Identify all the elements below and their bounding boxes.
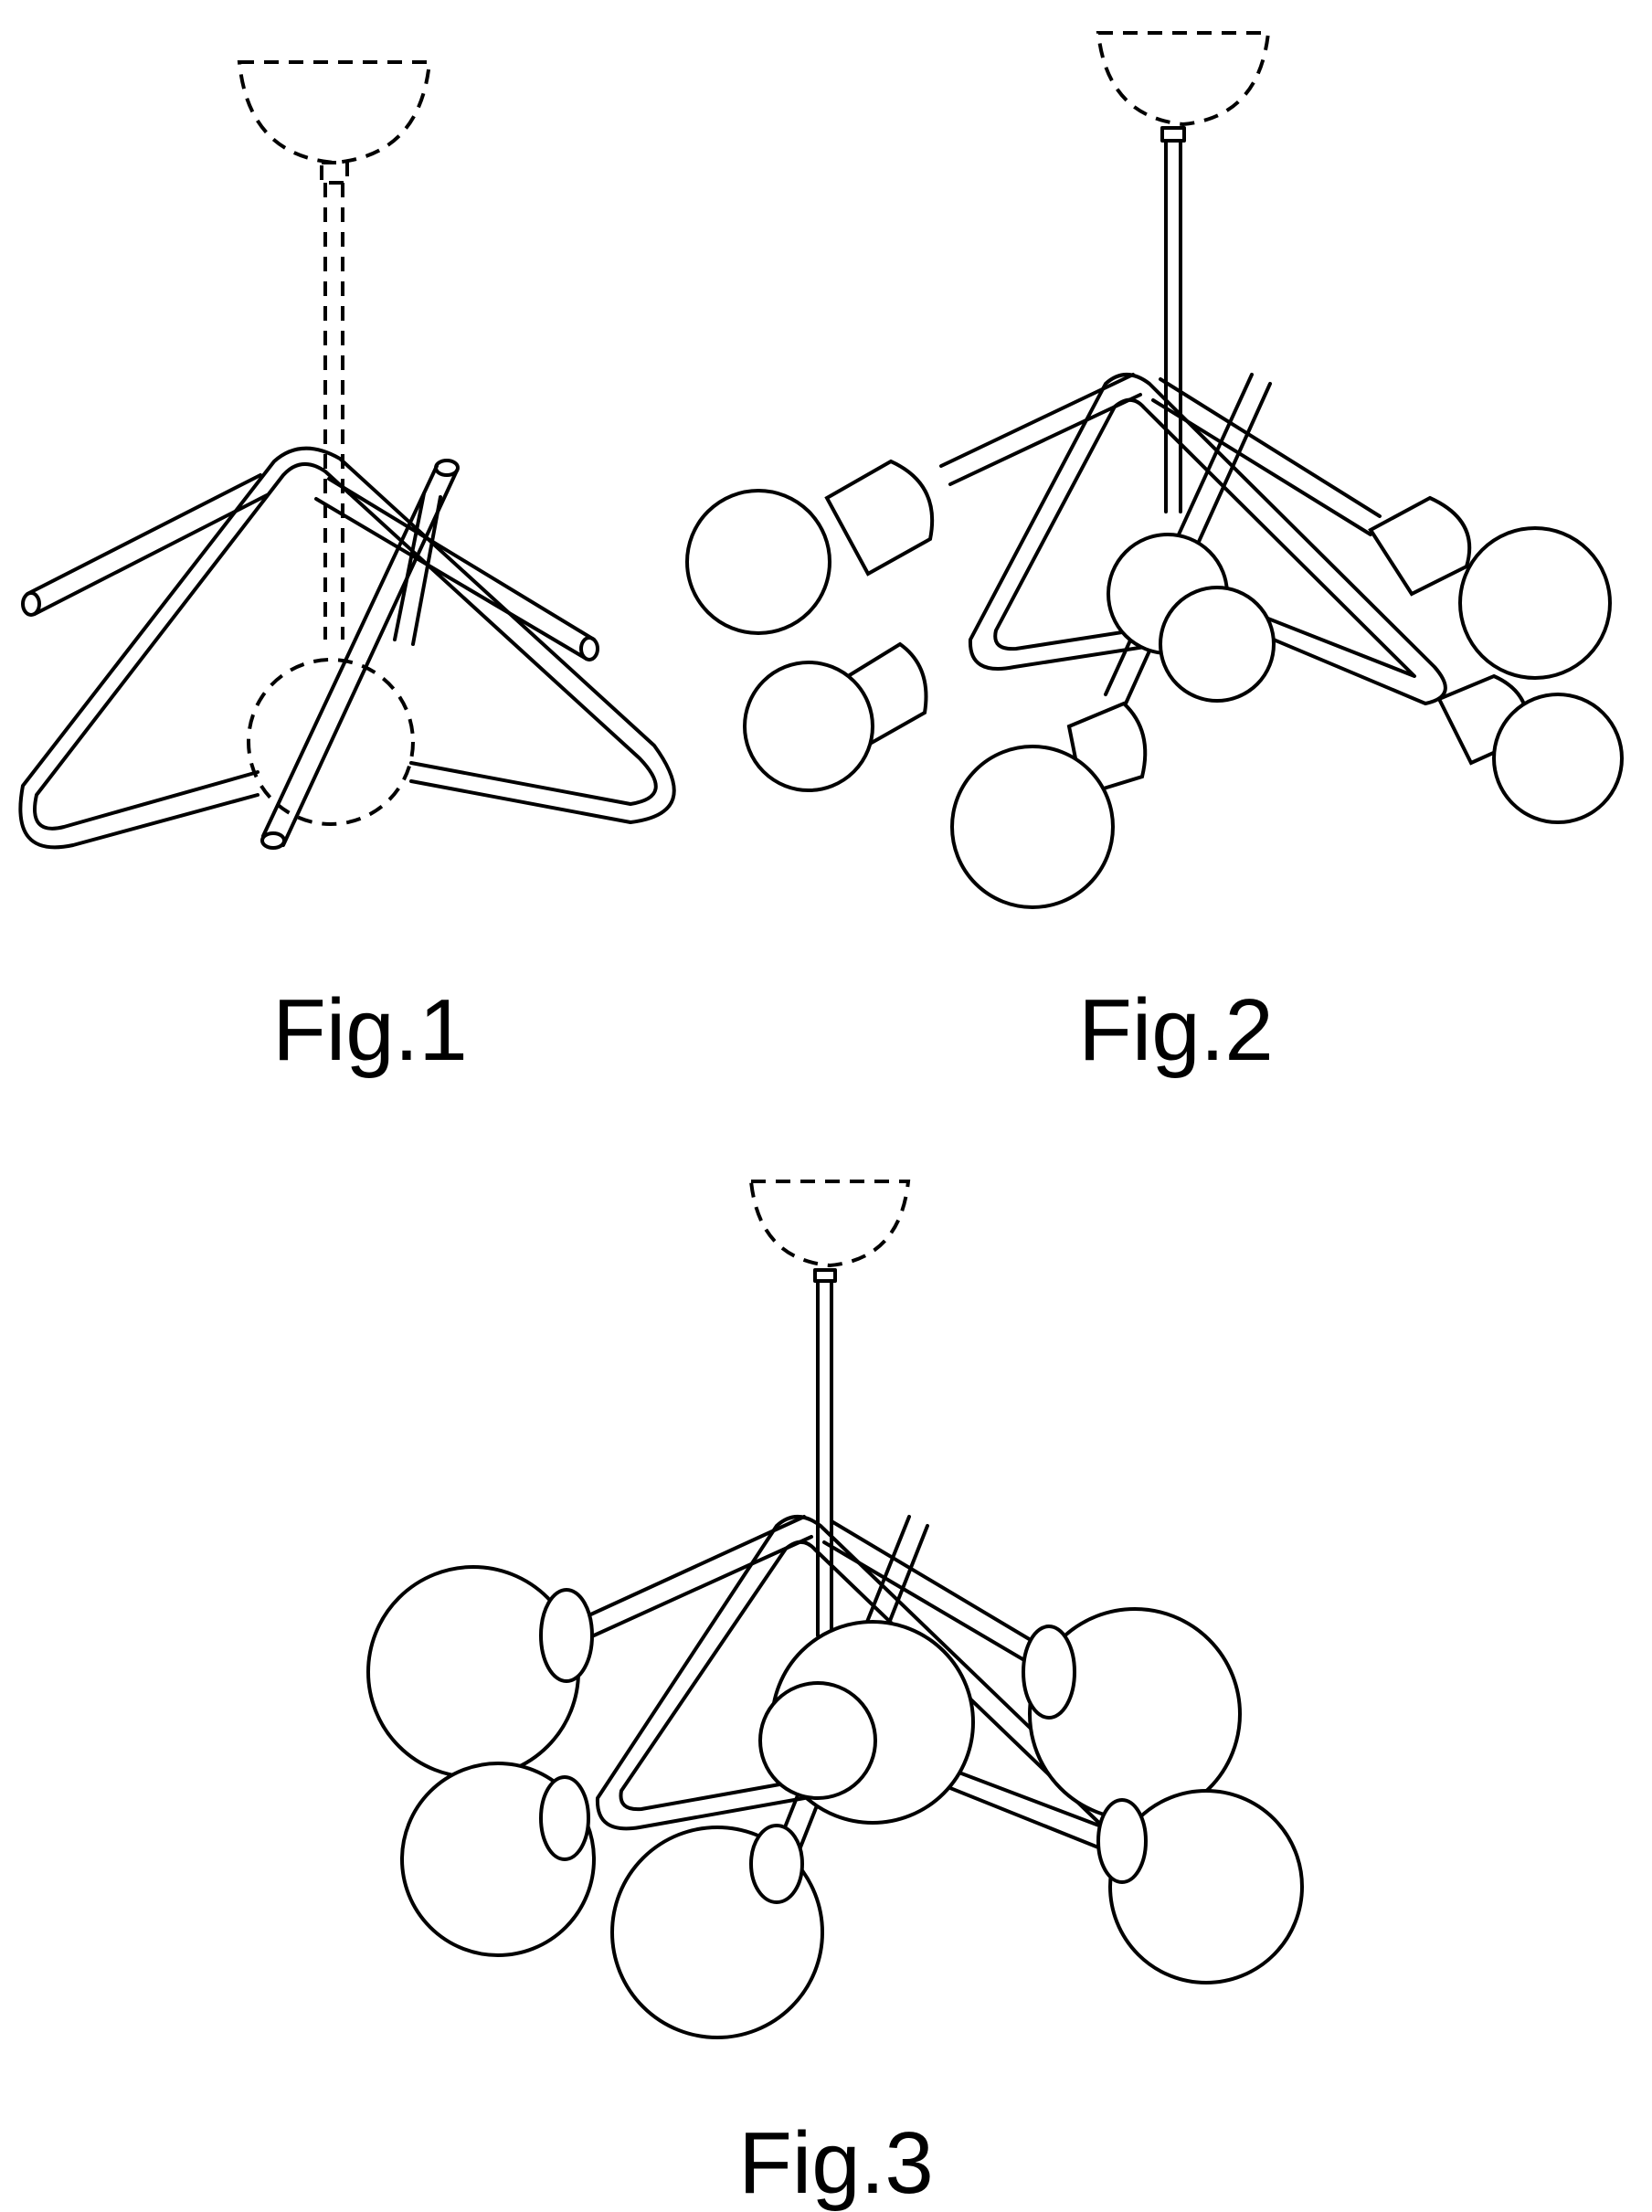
fig2-bulb-lower-right xyxy=(1494,694,1622,822)
figure-2 xyxy=(687,33,1622,907)
fig-3-label: Fig.3 xyxy=(738,2114,933,2212)
fig2-socket-left xyxy=(827,461,932,574)
fig1-front-tube-bottom-end xyxy=(262,833,284,848)
fig1-ceiling-canopy-dashed xyxy=(239,62,429,163)
fig1-right-arm-end xyxy=(581,638,598,660)
figure-1 xyxy=(20,62,673,848)
fig3-collar-left xyxy=(541,1590,592,1681)
fig3-ceiling-canopy-dashed xyxy=(751,1181,908,1265)
fig3-arm-left xyxy=(585,1517,811,1635)
fig3-collar-lower-left xyxy=(541,1777,588,1859)
fig1-left-arm-end xyxy=(23,593,39,615)
fig3-globe-center xyxy=(760,1683,875,1798)
fig2-ceiling-canopy-dashed xyxy=(1098,33,1268,124)
fig2-socket-right xyxy=(1371,498,1469,594)
fig2-bulb-lower-left xyxy=(745,662,873,790)
fig1-triangle-arm-inner xyxy=(20,449,673,848)
fig2-stem-cap xyxy=(1162,128,1184,141)
fig-1-label: Fig.1 xyxy=(272,981,467,1079)
fig2-bulb-right xyxy=(1460,528,1610,678)
fig1-front-tube-top-end xyxy=(436,460,458,475)
fig3-collar-lower-right xyxy=(1098,1800,1146,1882)
fig2-arm-left xyxy=(941,375,1140,484)
fig2-bulb-left xyxy=(687,491,830,633)
fig2-bulb-center xyxy=(1160,587,1274,701)
fig-2-label: Fig.2 xyxy=(1078,981,1273,1079)
fig2-bulb-front xyxy=(952,746,1113,907)
fig2-arm-right xyxy=(1153,379,1380,534)
fig1-stem-cap-dashed xyxy=(322,163,347,183)
fig3-collar-front xyxy=(751,1826,802,1902)
fig3-globe-left xyxy=(368,1567,578,1777)
figure-3 xyxy=(368,1181,1302,2037)
fig3-collar-right xyxy=(1023,1626,1075,1718)
